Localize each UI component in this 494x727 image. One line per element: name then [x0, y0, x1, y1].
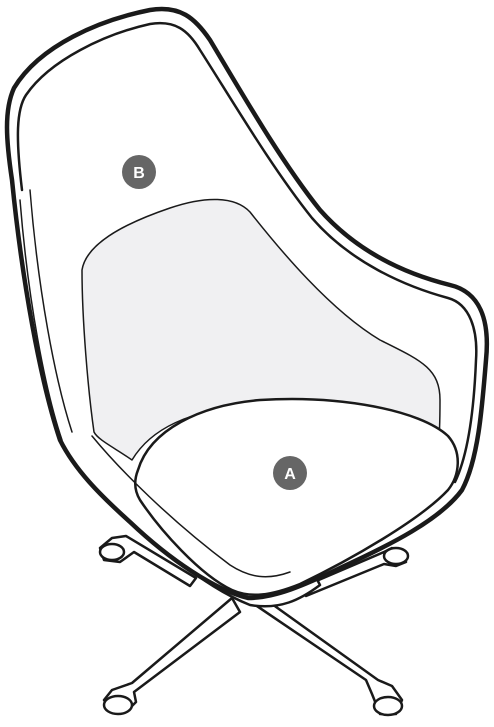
glide-front-right	[374, 697, 402, 715]
glide-back-right	[384, 548, 408, 564]
base-leg-front-left	[104, 598, 240, 712]
glide-front-left	[104, 696, 132, 714]
callout-back-label: B	[133, 165, 145, 182]
callout-back: B	[122, 155, 156, 189]
callout-seat: A	[273, 456, 307, 490]
callout-seat-label: A	[284, 466, 296, 483]
base-leg-front-right	[248, 594, 402, 714]
glide-back-left	[100, 544, 124, 560]
